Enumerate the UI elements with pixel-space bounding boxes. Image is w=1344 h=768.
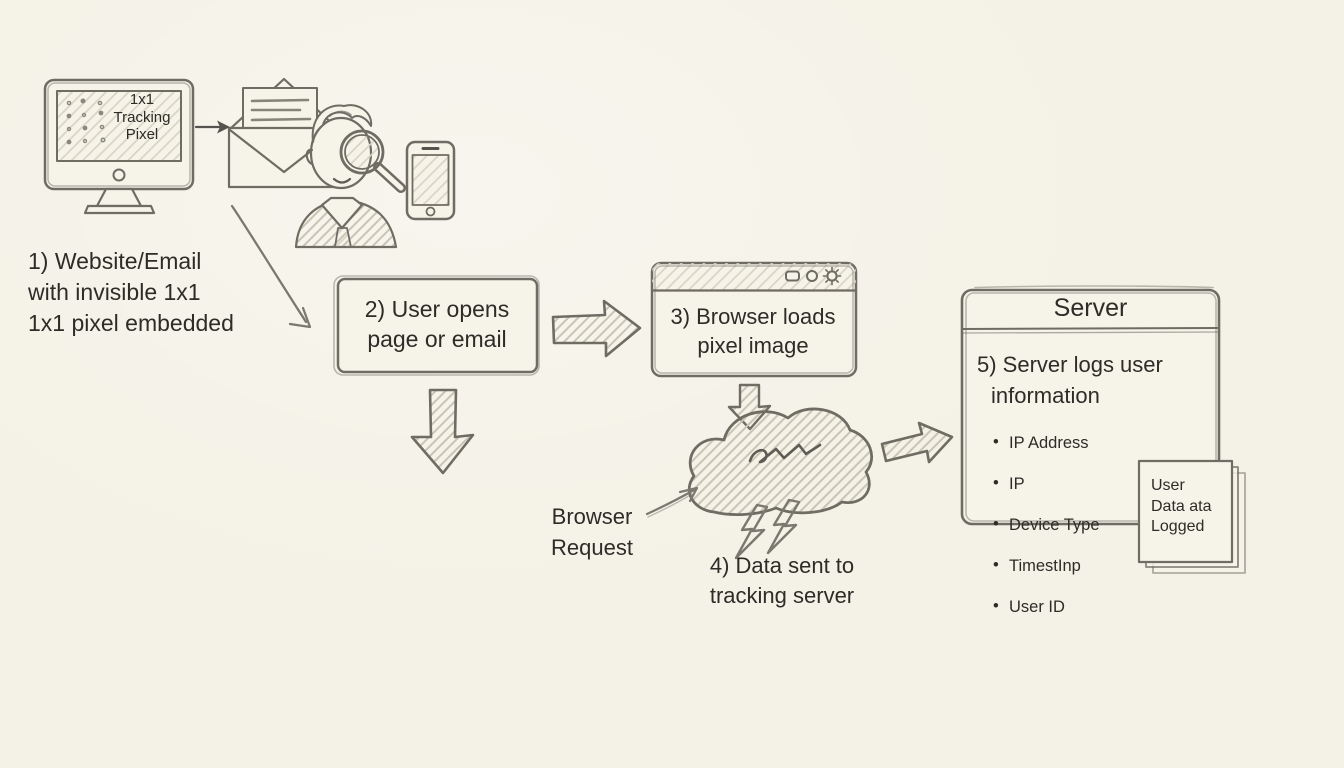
arrow-step2-down [410, 388, 475, 475]
step5-heading-line2: information [991, 383, 1100, 408]
step1-label: 1) Website/Email with invisible 1x1 1x1 … [28, 248, 234, 336]
phone-icon [405, 140, 456, 221]
pixel-dots [66, 98, 106, 145]
arrow-step2-to-step3 [551, 299, 642, 358]
server-log-items: IP Address IP Device Type TimestInp User… [992, 412, 1100, 638]
log-item-timestamp: TimestInp [992, 555, 1100, 577]
server-title: Server [1053, 294, 1128, 322]
monitor-icon [43, 78, 195, 215]
cloud-icon [687, 407, 873, 517]
browser-request-label: Browser Request [551, 504, 633, 560]
arrow-monitor-to-envelope [194, 120, 230, 134]
note-label: User Data ata Logged [1151, 477, 1212, 535]
monitor-screen-label: 1x1 Tracking Pixel [113, 91, 171, 143]
log-item-ip-address: IP Address [992, 432, 1100, 454]
magnifier-icon [339, 129, 406, 193]
arrow-step1-to-step2 [230, 204, 312, 329]
envelope-icon [227, 77, 341, 189]
step3-label: 3) Browser loads pixel image [670, 304, 836, 358]
browser-controls [785, 266, 842, 286]
lightning-icon [734, 498, 801, 560]
log-item-device-type: Device Type [992, 514, 1100, 536]
arrow-request-to-cloud [645, 486, 699, 518]
browser-window [650, 261, 858, 378]
gear-icon [822, 266, 842, 286]
step5-heading-line1: 5) Server logs user [977, 352, 1163, 377]
step2-label: 2) User opens page or email [364, 296, 510, 352]
step4-label: 4) Data sent to tracking server [709, 553, 855, 608]
step2-box [333, 275, 540, 376]
signal-squiggle [748, 443, 822, 464]
log-item-ip: IP [992, 473, 1100, 495]
arrow-cloud-to-server [880, 421, 954, 464]
minimize-icon [785, 270, 800, 282]
note-card [1137, 459, 1246, 574]
circle-button-icon [806, 270, 818, 282]
log-item-user-id: User ID [992, 596, 1100, 618]
